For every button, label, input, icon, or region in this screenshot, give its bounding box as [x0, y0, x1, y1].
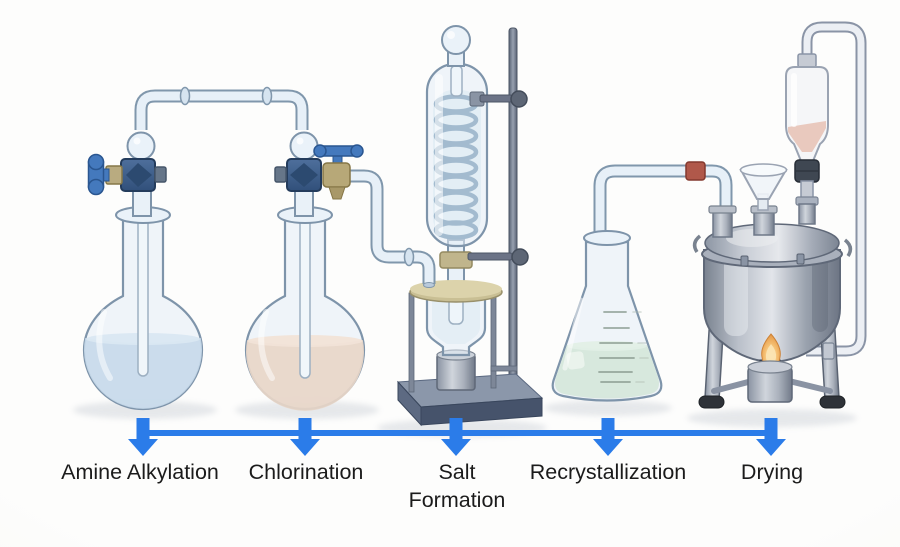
dip-tube — [299, 217, 311, 379]
stand-clamp-top — [469, 90, 528, 108]
stopcock-valve-1 — [87, 131, 167, 196]
glass-funnel — [739, 163, 788, 211]
collection-funnel — [425, 295, 487, 357]
flow-arrow-1 — [128, 418, 158, 456]
valve-handle-1 — [87, 153, 110, 196]
flow-arrow-2 — [290, 418, 320, 456]
station-chlorination — [244, 131, 366, 411]
stage-label-chlorination: Chlorination — [248, 460, 364, 484]
round-bottom-flask-2 — [244, 187, 366, 411]
graduation-marks — [598, 311, 649, 383]
stand-rod — [508, 27, 518, 389]
flow-arrow-4 — [593, 418, 623, 456]
tube-chlorination-to-condenser — [350, 169, 436, 288]
flow-arrow-5 — [756, 418, 786, 456]
stand-clamp-bottom — [467, 248, 529, 266]
flame — [761, 333, 781, 369]
condenser-collar — [439, 251, 473, 269]
burner — [747, 333, 793, 403]
sample-bottle — [785, 53, 829, 225]
process-flow-arrows — [128, 418, 786, 456]
vent-pipe-loop — [801, 21, 867, 357]
round-bottom-flask-1 — [82, 187, 204, 411]
pipe-collar — [822, 342, 835, 360]
stage-label-recrystallization: Recrystallization — [529, 460, 687, 484]
bridge-tube-1-2 — [134, 86, 309, 130]
glass-stopper — [441, 25, 471, 55]
powder-sample — [788, 121, 826, 152]
station-drying — [692, 21, 867, 409]
coil-condenser — [425, 25, 489, 248]
station-amine-alkylation — [82, 86, 309, 411]
stopcock-valve-2 — [274, 131, 364, 200]
station-recrystallization — [551, 161, 733, 402]
stage-label-amine-alkylation: Amine Alkylation — [61, 460, 219, 484]
vessel-lid — [692, 223, 853, 268]
stage-label-drying: Drying — [740, 460, 804, 484]
red-connector — [685, 161, 706, 181]
stage-label-salt-formation: Salt Formation — [408, 460, 506, 513]
dip-tube — [137, 217, 149, 377]
transfer-tube-to-dryer — [593, 161, 733, 236]
flow-arrow-3 — [441, 418, 471, 456]
station-salt-formation — [396, 25, 544, 427]
erlenmeyer-flask — [551, 230, 663, 402]
brass-valve — [313, 144, 364, 200]
